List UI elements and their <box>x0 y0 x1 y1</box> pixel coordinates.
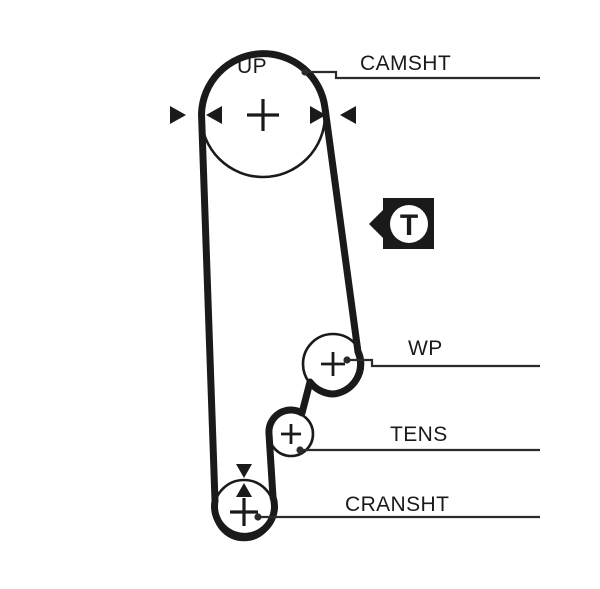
crankshaft-down-arrow-icon <box>236 464 252 478</box>
tensioner-label: TENS <box>390 423 448 446</box>
up-orientation-label: UP <box>237 55 267 78</box>
crankshaft-leader <box>254 513 540 521</box>
camshaft-right-outer-arrow-icon <box>340 106 356 124</box>
tension-badge-circle <box>390 205 428 243</box>
waterpump-center-crosshair <box>321 352 345 376</box>
tension-badge-letter: T <box>400 209 418 242</box>
camshaft-left-inner-arrow-icon <box>206 106 222 124</box>
crankshaft-up-arrow-icon <box>236 483 252 497</box>
waterpump-leader <box>343 356 540 368</box>
waterpump-label: WP <box>408 337 443 360</box>
camshaft-label: CAMSHT <box>360 52 451 75</box>
camshaft-left-outer-arrow-icon <box>170 106 186 124</box>
tensioner-center-crosshair <box>281 424 301 444</box>
camshaft-center-crosshair <box>247 99 279 131</box>
crankshaft-label: CRANSHT <box>345 493 449 516</box>
timing-belt-path <box>198 50 365 540</box>
tension-badge-pointer-icon <box>369 210 383 238</box>
tension-badge: T <box>369 198 434 249</box>
camshaft-leader <box>301 68 540 80</box>
crankshaft-center-crosshair <box>230 498 258 526</box>
tensioner-leader <box>296 446 540 454</box>
camshaft-right-inner-arrow-icon <box>310 106 326 124</box>
